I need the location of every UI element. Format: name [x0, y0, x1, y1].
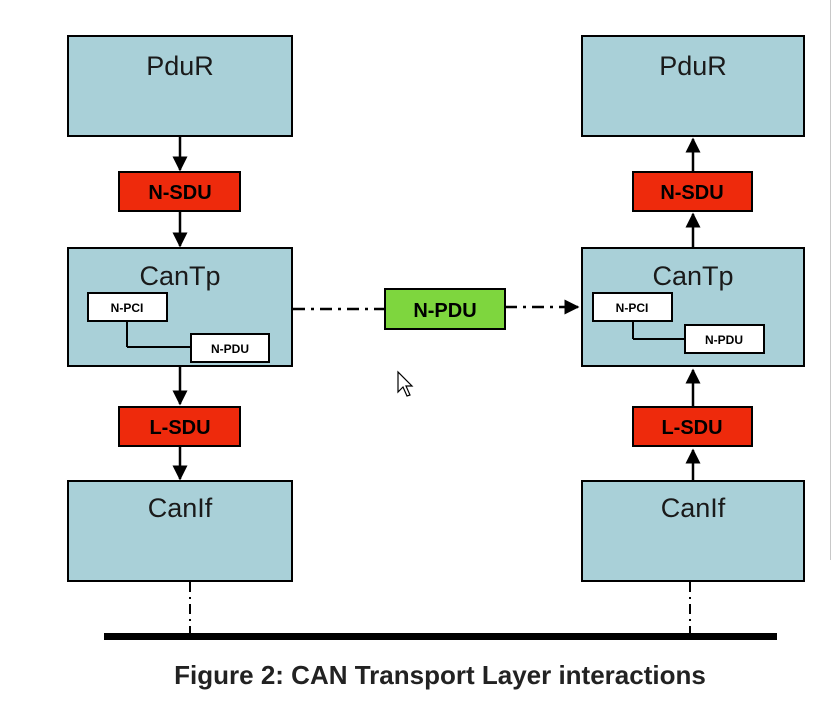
- right-stack: PduR N-SDU CanTp N-PCI N-PDU L-SDU: [581, 35, 805, 634]
- right-canif-module: CanIf: [581, 480, 805, 582]
- right-npci-box: [592, 292, 673, 322]
- left-cantp-label: CanTp: [139, 261, 220, 291]
- figure-caption: Figure 2: CAN Transport Layer interactio…: [174, 660, 706, 690]
- right-canif-label: CanIf: [661, 493, 726, 523]
- right-cantp-module: CanTp N-PCI N-PDU: [581, 247, 805, 367]
- left-stack: PduR N-SDU CanTp N-PCI N-PDU L-SDU: [67, 35, 293, 634]
- left-npdu-inner-label: N-PDU: [211, 342, 249, 356]
- window-edge-line: [830, 0, 831, 560]
- left-npdu-inner-box: [190, 333, 270, 363]
- right-cantp-label: CanTp: [652, 261, 733, 291]
- right-npci-label: N-PCI: [616, 301, 649, 315]
- left-npci-label: N-PCI: [111, 301, 144, 315]
- npdu-transfer-box: [384, 288, 506, 330]
- left-lsdu-box: L-SDU: [118, 406, 241, 447]
- left-nsdu-box: N-SDU: [118, 171, 241, 212]
- left-pdur-label: PduR: [146, 51, 214, 81]
- left-cantp-module: CanTp N-PCI N-PDU: [67, 247, 293, 367]
- mouse-pointer-icon: [397, 370, 414, 397]
- right-pdur-label: PduR: [659, 51, 727, 81]
- npdu-transfer-label: N-PDU: [413, 300, 476, 322]
- left-nsdu-label: N-SDU: [148, 182, 211, 204]
- left-canif-module: CanIf: [67, 480, 293, 582]
- left-canif-label: CanIf: [148, 493, 213, 523]
- right-npdu-inner-label: N-PDU: [705, 333, 743, 347]
- right-nsdu-label: N-SDU: [660, 182, 723, 204]
- right-npdu-inner-box: [684, 324, 765, 354]
- right-nsdu-box: N-SDU: [632, 171, 753, 212]
- right-lsdu-label: L-SDU: [661, 417, 722, 439]
- right-lsdu-box: L-SDU: [632, 406, 753, 447]
- left-lsdu-label: L-SDU: [149, 417, 210, 439]
- npdu-transfer: N-PDU: [293, 288, 580, 330]
- right-pdur-module: PduR: [581, 35, 805, 137]
- left-npci-box: [87, 292, 168, 322]
- left-pdur-module: PduR: [67, 35, 293, 137]
- can-bus-line: [104, 633, 777, 640]
